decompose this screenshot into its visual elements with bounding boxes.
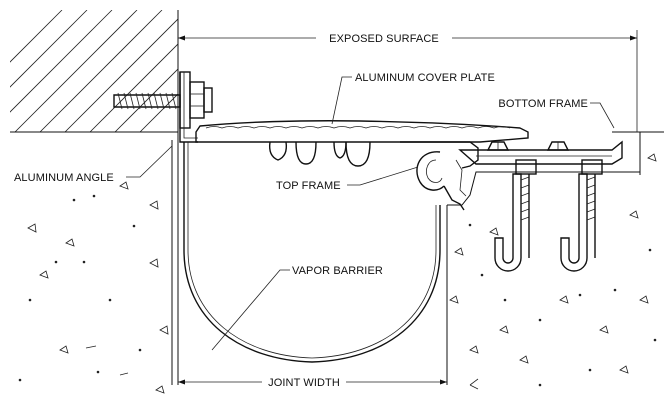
vapor-barrier	[183, 142, 441, 363]
top-frame	[400, 141, 479, 211]
label-top-frame: TOP FRAME	[276, 180, 341, 192]
exposed-surface-dimension	[178, 30, 638, 132]
j-anchor-right	[560, 159, 603, 272]
right-slab-edge	[446, 131, 664, 385]
aluminum-cover-plate	[195, 120, 529, 167]
concrete-aggregate	[18, 153, 657, 394]
wall-hatching	[10, 10, 178, 133]
bottom-frame	[458, 140, 623, 165]
label-exposed-surface: EXPOSED SURFACE	[329, 33, 439, 45]
aluminum-angle	[179, 72, 198, 143]
label-joint-width: JOINT WIDTH	[268, 377, 340, 389]
label-vapor-barrier: VAPOR BARRIER	[292, 265, 383, 277]
wall-anchor-bolt	[113, 71, 213, 129]
label-aluminum-cover-plate: ALUMINUM COVER PLATE	[355, 72, 495, 84]
j-anchor-left	[494, 159, 537, 272]
left-slab-edge	[171, 10, 179, 385]
label-bottom-frame: BOTTOM FRAME	[498, 98, 588, 110]
joint-width-dimension	[178, 379, 447, 385]
leader-lines	[126, 76, 615, 351]
label-aluminum-angle: ALUMINUM ANGLE	[14, 172, 114, 184]
